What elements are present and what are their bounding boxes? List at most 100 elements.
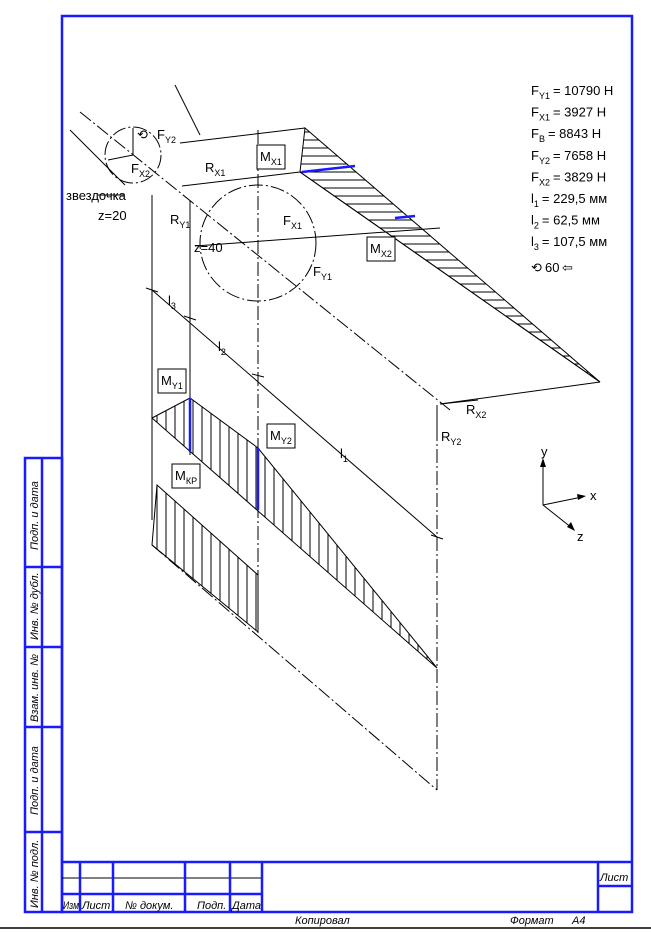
param-symbol: l <box>531 191 534 206</box>
label-l1-subscript: 1 <box>343 454 348 464</box>
label-ry1-symbol: R <box>170 212 179 227</box>
col-list: Лист <box>81 900 110 912</box>
label-l2: l2 <box>218 339 226 357</box>
label-mx1-symbol: M <box>260 149 271 164</box>
param-value: = 7658 Н <box>553 148 606 163</box>
param-symbol: F <box>531 169 539 184</box>
label-mkp-subscript: КР <box>186 476 197 486</box>
side-label: Инв. № дубл. <box>29 572 41 640</box>
param-value: = 62,5 мм <box>542 213 600 228</box>
param-subscript: 1 <box>534 199 539 209</box>
col-doc: № докум. <box>125 900 173 912</box>
label-fy1-subscript: Y1 <box>321 272 332 282</box>
label-mx1: MX1 <box>260 149 282 167</box>
param-subscript: Y2 <box>539 156 550 166</box>
moment-label-box <box>171 463 201 489</box>
label-fy1-symbol: F <box>313 264 321 279</box>
param-symbol: F <box>531 126 539 141</box>
param-symbol: l <box>531 213 534 228</box>
label-l3-subscript: 3 <box>171 301 176 311</box>
side-label: Инв. № подл. <box>29 840 41 908</box>
label-mx2-subscript: X2 <box>381 249 392 259</box>
label-rx1-symbol: R <box>205 160 214 175</box>
label-fx2-symbol: F <box>131 161 139 176</box>
param-subscript: X2 <box>539 177 550 187</box>
label-l1: l1 <box>340 446 348 464</box>
label-l1-symbol: l <box>340 446 343 461</box>
z40-label: z=40 <box>194 240 223 255</box>
sheet-label: Лист <box>599 872 628 884</box>
shaft-scheme: ⟲ <box>69 84 601 791</box>
rotation-icon: ⟲ <box>137 127 148 142</box>
label-fy1: FY1 <box>313 264 332 282</box>
label-rx1-subscript: X1 <box>214 168 225 178</box>
label-fy2-symbol: F <box>157 127 165 142</box>
sprocket-circle <box>104 126 162 184</box>
label-mx2-symbol: M <box>370 241 381 256</box>
axes-triad: y x z <box>540 444 597 544</box>
rotation-icon: ⟲ <box>531 260 542 275</box>
param-subscript: 3 <box>534 242 539 252</box>
label-l2-subscript: 2 <box>221 347 226 357</box>
side-label: Взам. инв. № <box>29 654 41 722</box>
axis-z-label: z <box>577 529 584 544</box>
label-my1-symbol: M <box>161 373 172 388</box>
label-mx2: MX2 <box>370 241 392 259</box>
param-value: = 107,5 мм <box>542 234 607 249</box>
moment-label-box <box>157 368 187 394</box>
side-strip: Подп. и дата Инв. № дубл. Взам. инв. № П… <box>29 481 41 908</box>
label-rx1: RX1 <box>205 160 225 178</box>
param-value: = 10790 Н <box>553 83 613 98</box>
parameter-row: l3= 107,5 мм <box>531 234 607 252</box>
label-ry1: RY1 <box>170 212 190 230</box>
parameter-row: FY1= 10790 Н <box>531 83 613 101</box>
param-symbol: l <box>531 234 534 249</box>
label-fx2: FX2 <box>131 161 150 179</box>
axis-x-label: x <box>590 488 597 503</box>
col-izm: Изм <box>63 900 79 912</box>
copied-label: Копировал <box>295 915 350 927</box>
parameter-row: FX1= 3927 Н <box>531 105 606 123</box>
label-l3-symbol: l <box>168 293 171 308</box>
param-subscript: 2 <box>534 221 539 231</box>
label-fx1: FX1 <box>283 213 302 231</box>
label-fy2-subscript: Y2 <box>165 135 176 145</box>
parameter-row: FX2= 3829 Н <box>531 169 606 187</box>
label-ry1-subscript: Y1 <box>179 220 190 230</box>
sprocket-label: звездочка <box>66 188 127 203</box>
parameter-row: FY2= 7658 Н <box>531 148 606 166</box>
arrow-back-icon: ⇦ <box>562 260 573 275</box>
param-subscript: X1 <box>539 113 550 123</box>
label-my1: MY1 <box>161 373 183 391</box>
param-subscript: Y1 <box>539 91 550 101</box>
parameter-row: l1= 229,5 мм <box>531 191 607 209</box>
moment-label-box <box>256 144 286 170</box>
title-block: Изм Лист № докум. Подп. Дата Лист Копиро… <box>62 860 632 927</box>
label-l2-symbol: l <box>218 339 221 354</box>
label-fy2: FY2 <box>157 127 176 145</box>
moment-label-box <box>366 236 396 262</box>
label-mkp-symbol: M <box>175 468 186 483</box>
format-label: Формат <box>510 915 554 927</box>
side-label: Подп. и дата <box>29 481 41 550</box>
sheet-frame <box>0 14 651 929</box>
label-my2-symbol: M <box>270 428 281 443</box>
label-fx1-subscript: X1 <box>291 221 302 231</box>
label-fx2-subscript: X2 <box>139 169 150 179</box>
col-date: Дата <box>230 900 261 912</box>
label-mx1-subscript: X1 <box>271 157 282 167</box>
param-value: = 3829 Н <box>553 169 606 184</box>
param-value: = 3927 Н <box>553 105 606 120</box>
label-rx2-symbol: R <box>466 402 475 417</box>
axis-y-label: y <box>541 444 548 459</box>
format-value: А4 <box>571 915 585 927</box>
label-my2: MY2 <box>270 428 292 446</box>
shaft-axis <box>79 111 451 411</box>
label-my1-subscript: Y1 <box>172 381 183 391</box>
moment-label-box <box>266 423 296 449</box>
label-l3: l3 <box>168 293 176 311</box>
label-fx1-symbol: F <box>283 213 291 228</box>
label-my2-subscript: Y2 <box>281 436 292 446</box>
label-ry2-symbol: R <box>441 429 450 444</box>
